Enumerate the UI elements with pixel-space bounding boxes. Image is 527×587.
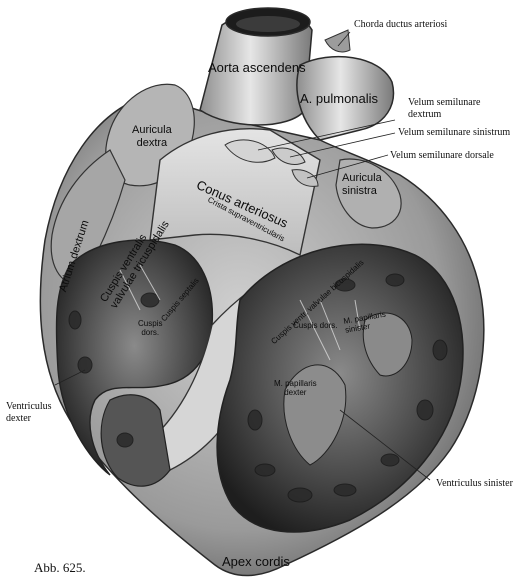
label-auricula-dextra: Auricula dextra bbox=[132, 124, 172, 149]
figure-caption: Abb. 625. bbox=[34, 560, 86, 575]
ventriculus-dexter-cavity bbox=[55, 239, 214, 476]
pulmonalis-shape bbox=[296, 55, 395, 141]
label-velum-semilunare-dorsale: Velum semilunare dorsale bbox=[390, 150, 494, 161]
label-m-papillaris-dexter: M. papillaris dexter bbox=[274, 379, 317, 397]
label-ventriculus-dexter: Ventriculus dexter bbox=[6, 401, 52, 424]
label-apex-cordis: Apex cordis bbox=[222, 554, 290, 569]
label-aorta-ascendens: Aorta ascendens bbox=[208, 60, 306, 75]
label-chorda-ductus-arteriosi: Chorda ductus arteriosi bbox=[354, 19, 448, 30]
right-ventricle-lower bbox=[100, 394, 171, 487]
atrium-dextrum-shape bbox=[50, 149, 126, 286]
label-auricula-sinistra: Auricula sinistra bbox=[342, 172, 382, 197]
auricula-sinistra-shape bbox=[335, 158, 402, 229]
label-ventriculus-sinister: Ventriculus sinister bbox=[436, 478, 513, 489]
label-cuspis-dors-right: Cuspis dors. bbox=[138, 319, 163, 337]
label-cuspis-dors-left: Cuspis dors. bbox=[293, 321, 338, 330]
label-a-pulmonalis: A. pulmonalis bbox=[300, 91, 379, 106]
label-velum-semilunare-dextrum: Velum semilunare dextrum bbox=[408, 97, 481, 120]
conus-arteriosus-wall bbox=[149, 128, 321, 257]
label-velum-semilunare-sinistrum: Velum semilunare sinistrum bbox=[398, 127, 511, 138]
